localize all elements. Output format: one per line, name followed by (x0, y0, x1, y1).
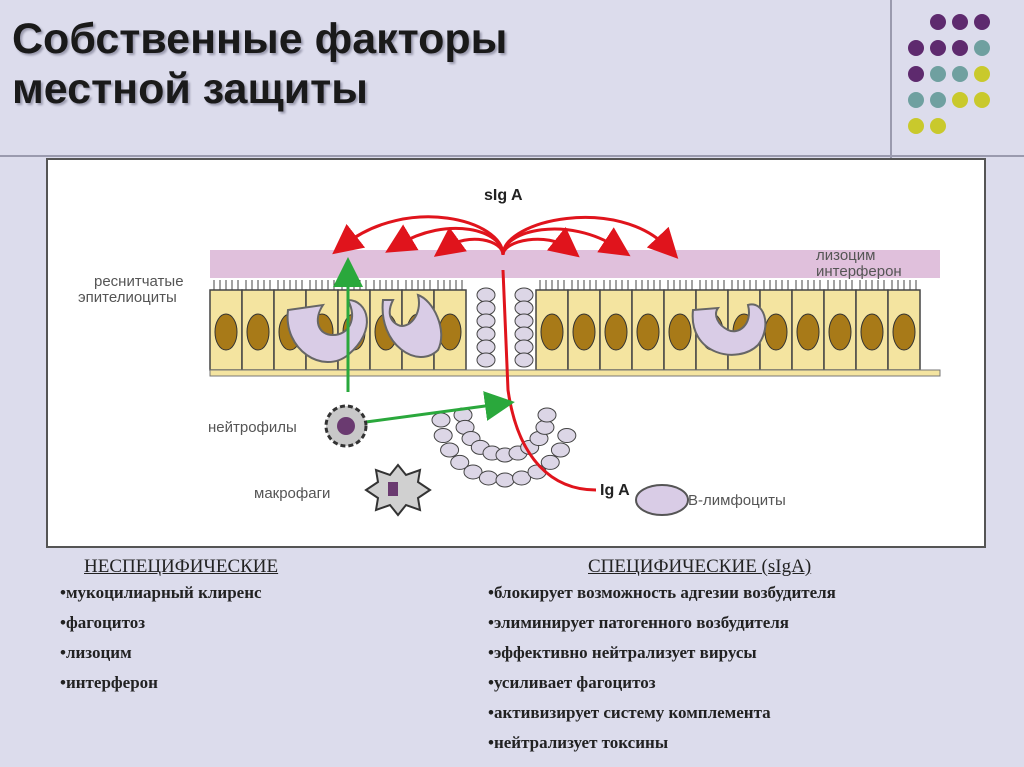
decor-dot (930, 66, 946, 82)
gland-cell (495, 472, 515, 488)
nonspecific-item: •мукоцилиарный клиренс (60, 583, 262, 602)
gland-cell (514, 339, 534, 355)
specific-item: •эффективно нейтрализует вирусы (488, 643, 757, 662)
gland-cell (476, 339, 496, 355)
cell-nucleus (540, 313, 564, 351)
decor-dot (930, 40, 946, 56)
mucosa-diagram: sIg A лизоцим интерферон реснитчатые эпи… (46, 158, 986, 548)
gland-cell (476, 300, 496, 316)
cell-nucleus (860, 313, 884, 351)
cell-nucleus (572, 313, 596, 351)
gland-cell (476, 326, 496, 342)
gland-cell (512, 470, 532, 486)
goblet-cell-mid (381, 293, 443, 358)
decor-dot (930, 14, 946, 30)
decor-dot (930, 118, 946, 134)
label-ciliated-line2: эпителиоциты (78, 289, 177, 306)
decor-dot (974, 40, 990, 56)
gland-cell (537, 407, 557, 423)
gland-cell (514, 287, 534, 303)
specific-heading: СПЕЦИФИЧЕСКИЕ (sIgA) (588, 556, 812, 577)
decor-dot (908, 66, 924, 82)
cell-nucleus (892, 313, 916, 351)
label-neutrophils: нейтрофилы (208, 419, 297, 436)
gland-cell (514, 313, 534, 329)
decor-dot (952, 92, 968, 108)
cell-nucleus (828, 313, 852, 351)
decor-vertical-rule (890, 0, 892, 158)
nonspecific-item: •фагоцитоз (60, 613, 146, 632)
decor-dot (908, 40, 924, 56)
specific-item: •элиминирует патогенного возбудителя (488, 613, 790, 632)
basement-membrane (209, 369, 941, 377)
gland-cell (514, 352, 534, 368)
nonspecific-heading: НЕСПЕЦИФИЧЕСКИЕ (84, 556, 279, 577)
specific-item: •нейтрализует токсины (488, 733, 669, 752)
decor-dot (952, 14, 968, 30)
nonspecific-factors: НЕСПЕЦИФИЧЕСКИЕ •мукоцилиарный клиренс •… (60, 556, 278, 698)
cell-nucleus (214, 313, 238, 351)
nonspecific-item: •лизоцим (60, 643, 132, 662)
gland-cell (476, 287, 496, 303)
gland-cell (476, 313, 496, 329)
decor-dot (930, 92, 946, 108)
gland-cell (557, 428, 577, 444)
decor-dot (908, 118, 924, 134)
label-siga: sIg A (484, 187, 523, 204)
decor-dot-grid (908, 14, 990, 134)
label-ciliated-line1: реснитчатые (94, 273, 184, 290)
label-macrophages: макрофаги (254, 485, 331, 502)
specific-item: •усиливает фагоцитоз (488, 673, 656, 692)
gland-cell (535, 419, 555, 435)
label-lysozyme: лизоцим (816, 247, 876, 264)
b-lymphocyte-cell (635, 484, 689, 516)
cell-nucleus (764, 313, 788, 351)
specific-item: •активизирует систему комплемента (488, 703, 771, 722)
cell-nucleus (796, 313, 820, 351)
decor-dot (974, 66, 990, 82)
gland-cell (450, 454, 470, 470)
gland-cell (431, 412, 451, 428)
submucosal-gland (431, 287, 577, 488)
cell-nucleus (604, 313, 628, 351)
decor-dot (908, 92, 924, 108)
label-iga: Ig A (600, 482, 630, 499)
gland-cell (476, 352, 496, 368)
slide-title-line-1: Собственные факторы (12, 15, 508, 63)
gland-cell (540, 454, 560, 470)
gland-cell (433, 428, 453, 444)
cell-nucleus (246, 313, 270, 351)
gland-cell (478, 470, 498, 486)
nonspecific-item: •интерферон (60, 673, 158, 692)
neutrophil-migration-arrow-right (365, 391, 515, 424)
epithelium-right (535, 280, 921, 371)
cell-nucleus (668, 313, 692, 351)
decor-dot (974, 92, 990, 108)
gland-cell (514, 326, 534, 342)
gland-cell (440, 442, 460, 458)
decor-horizontal-rule (0, 155, 1024, 157)
specific-factors: СПЕЦИФИЧЕСКИЕ (sIgA) •блокирует возможно… (488, 556, 836, 758)
gland-cell (463, 464, 483, 480)
cell-nucleus (636, 313, 660, 351)
cell-nucleus (438, 313, 462, 351)
specific-item: •блокирует возможность адгезии возбудите… (488, 583, 836, 602)
decor-dot (974, 14, 990, 30)
label-interferon: интерферон (816, 263, 902, 280)
decor-dot (952, 40, 968, 56)
gland-cell (514, 300, 534, 316)
slide-title-line-2: местной защиты (12, 65, 368, 113)
mucosa-illustration (209, 215, 941, 517)
decor-dot (952, 66, 968, 82)
gland-cell (550, 442, 570, 458)
goblet-cell-right (691, 303, 767, 356)
slide-title: Собственные факторы местной защиты (12, 14, 507, 114)
label-b-lymphocytes: B-лимфоциты (688, 492, 786, 509)
